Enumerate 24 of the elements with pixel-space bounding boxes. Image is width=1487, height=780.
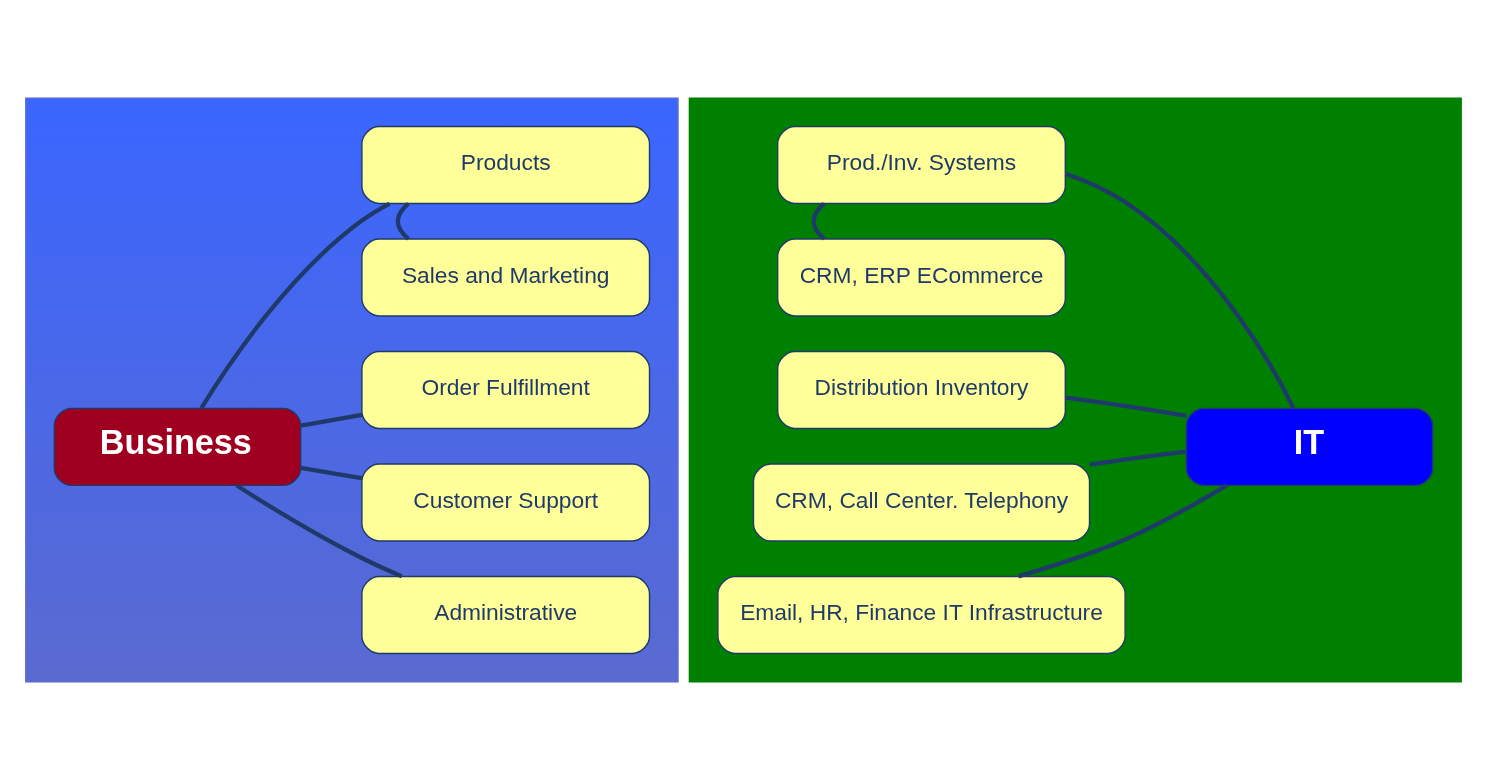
node-box: Order Fulfillment <box>361 350 651 430</box>
connector <box>300 412 363 428</box>
connector <box>395 202 410 241</box>
cluster <box>688 97 1462 683</box>
connector <box>1064 171 1296 410</box>
cluster <box>25 97 679 683</box>
node-box: Prod./Inv. Systems <box>776 125 1067 205</box>
node-box: Administrative <box>361 575 651 655</box>
connector <box>1065 395 1187 419</box>
node-box: Products <box>361 125 651 205</box>
node-box: Customer Support <box>361 463 651 542</box>
connector <box>1089 449 1187 467</box>
connector <box>235 483 403 579</box>
node-box: Distribution Inventory <box>776 350 1067 430</box>
node-box: CRM, ERP ECommerce <box>776 238 1067 317</box>
node-box: Business <box>53 407 302 487</box>
node-box: IT <box>1185 407 1434 487</box>
connector <box>300 465 363 481</box>
connector <box>199 201 391 410</box>
node-box: CRM, Call Center. Telephony <box>752 463 1091 542</box>
connector <box>1017 483 1228 579</box>
node-box: Email, HR, Finance IT Infrastructure <box>717 575 1126 655</box>
connector <box>811 202 826 241</box>
node-box: Sales and Marketing <box>361 238 651 317</box>
